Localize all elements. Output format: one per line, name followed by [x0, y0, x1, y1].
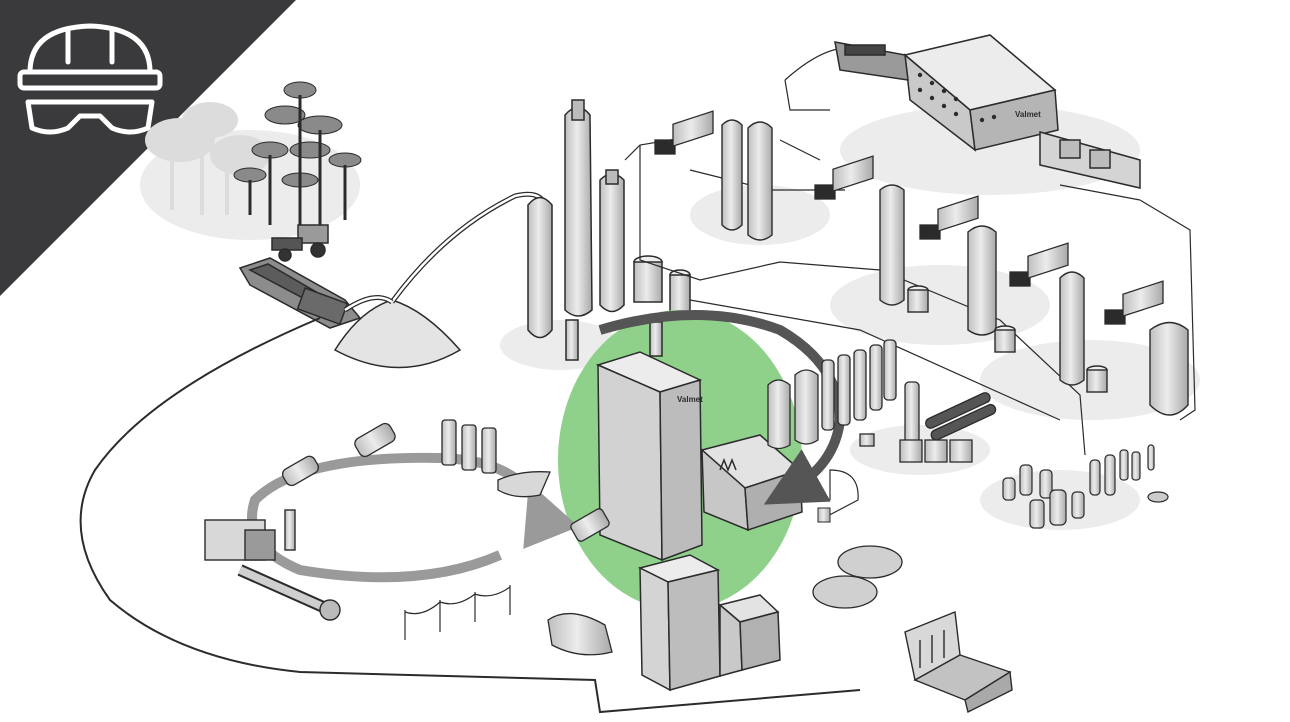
lime-kiln: [204, 509, 341, 621]
turbine: [547, 613, 613, 656]
valmet-logo-boiler: Valmet: [677, 395, 703, 404]
flow-arrow-thin: [818, 469, 859, 521]
log-conveyor: [238, 257, 362, 329]
paper-machine-building: Valmet: [834, 34, 1141, 189]
safety-helmet-and-goggles-icon: [17, 23, 163, 135]
causticizing-tanks: [281, 419, 610, 542]
chemical-towers: [859, 381, 997, 463]
process-loop-line: [79, 317, 861, 714]
clarifiers: [812, 545, 903, 609]
power-poles: [404, 585, 511, 640]
lower-building: [637, 554, 781, 692]
evaporation-tanks: [767, 339, 897, 450]
harvester-machine: [271, 224, 329, 262]
loading-dock: [904, 611, 1013, 714]
forest: [145, 81, 362, 262]
water-treatment: [1002, 444, 1169, 529]
bleach-towers: [721, 119, 1189, 416]
washer-units: [654, 110, 1164, 325]
chip-pile: [333, 191, 548, 369]
valmet-logo-building: Valmet: [1015, 110, 1041, 119]
flow-arrow-dark: [598, 310, 846, 505]
digester-towers: [527, 99, 691, 361]
small-pump: [817, 507, 831, 523]
